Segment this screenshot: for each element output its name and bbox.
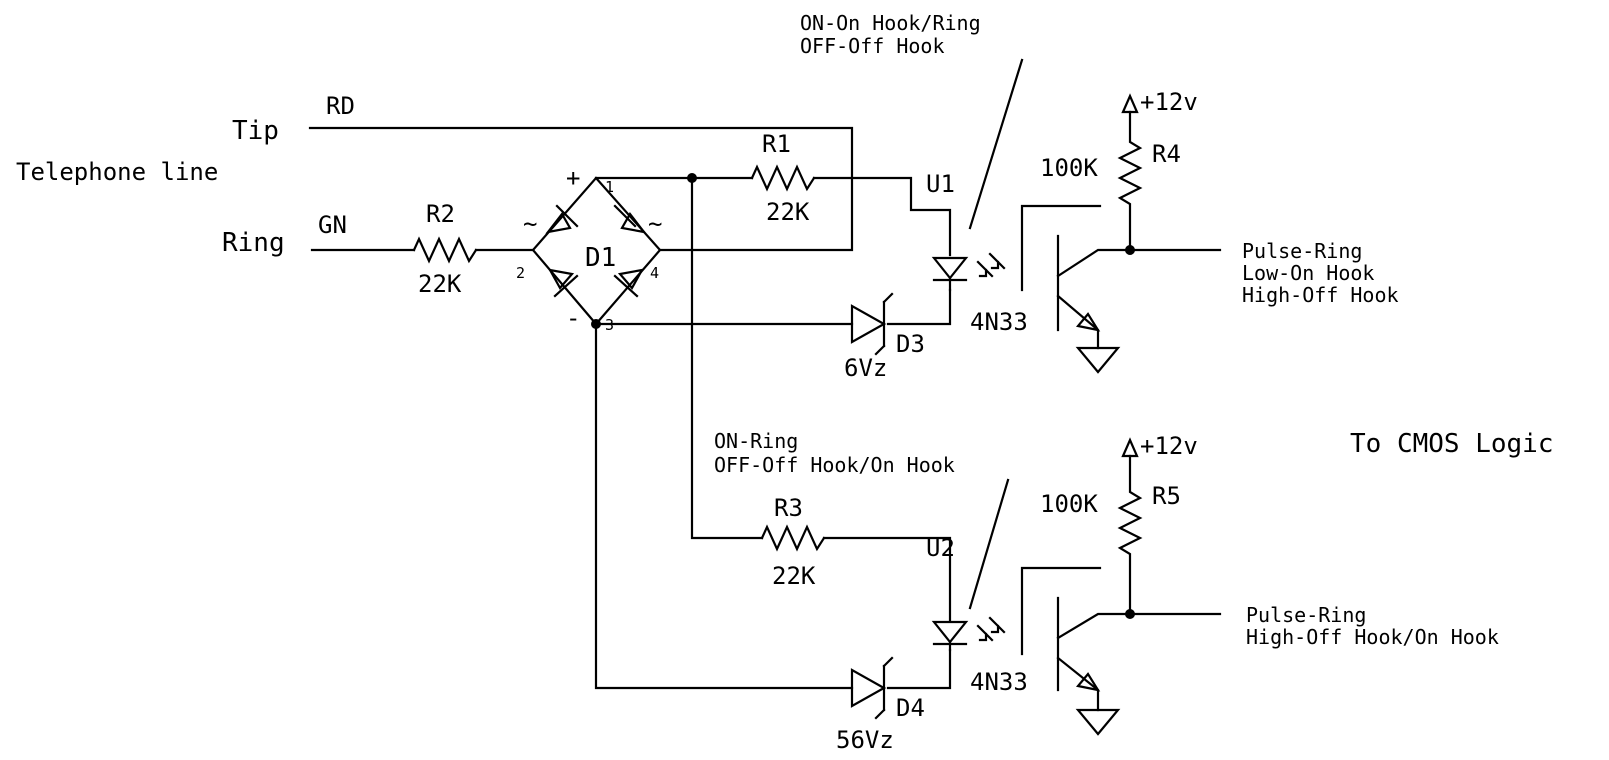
u1-output-line-1: Pulse-Ring — [1242, 239, 1362, 263]
d1-pin-4: 4 — [650, 264, 659, 282]
d1-minus-label: - — [566, 304, 580, 332]
d1-diode-d — [613, 268, 645, 298]
negative-rail — [594, 288, 952, 690]
u2-supply-arrow — [1121, 437, 1139, 458]
tip-wire — [308, 126, 854, 252]
u1-part-label: 4N33 — [970, 308, 1028, 336]
d1-diode-b — [613, 204, 647, 234]
r3-resistor — [760, 524, 826, 552]
u2-output-line-2: High-Off Hook/On Hook — [1246, 625, 1499, 649]
d1-name-label: D1 — [585, 243, 616, 273]
r4-name-label: R4 — [1152, 140, 1181, 168]
d1-tilde-left: ~ — [523, 210, 537, 238]
junction-dot — [591, 319, 601, 329]
r1-name-label: R1 — [762, 130, 791, 158]
r2-resistor — [412, 236, 478, 264]
r1-value-label: 22K — [766, 198, 810, 226]
u2-phototransistor — [1020, 566, 1222, 736]
u2-supply-label: +12v — [1140, 432, 1198, 460]
tip-label: Tip — [232, 116, 279, 146]
r3-branch-wire — [690, 176, 952, 622]
d4-zener-diode — [850, 656, 894, 720]
u2-annotation-pointer — [968, 478, 1010, 610]
r3-name-label: R3 — [774, 494, 803, 522]
ring-label: Ring — [222, 228, 285, 258]
d3-zener-diode — [850, 292, 894, 356]
r2-value-label: 22K — [418, 270, 462, 298]
positive-rail — [594, 176, 952, 257]
u1-name-label: U1 — [926, 170, 955, 198]
d4-value-label: 56Vz — [836, 726, 894, 754]
u1-annotation-pointer — [968, 58, 1024, 230]
u1-note-on: ON-On Hook/Ring — [800, 11, 981, 35]
r4-value-label: 100K — [1040, 154, 1098, 182]
u1-phototransistor — [1020, 204, 1222, 374]
u1-supply-arrow — [1121, 93, 1139, 114]
u2-note-off: OFF-Off Hook/On Hook — [714, 453, 955, 477]
d3-name-label: D3 — [896, 330, 925, 358]
u1-output-line-2: Low-On Hook — [1242, 261, 1374, 285]
d1-diode-a — [545, 204, 579, 234]
u2-output-line-1: Pulse-Ring — [1246, 603, 1366, 627]
r5-resistor — [1117, 454, 1143, 616]
u2-led — [931, 616, 1006, 652]
r2-name-label: R2 — [426, 200, 455, 228]
u1-led — [931, 252, 1006, 292]
u1-supply-label: +12v — [1140, 88, 1198, 116]
u2-name-label: U2 — [926, 534, 955, 562]
d1-tilde-right: ~ — [648, 210, 662, 238]
u1-output-line-3: High-Off Hook — [1242, 283, 1399, 307]
cmos-logic-label: To CMOS Logic — [1350, 429, 1554, 459]
d1-pin-2: 2 — [516, 264, 525, 282]
r5-value-label: 100K — [1040, 490, 1098, 518]
r1-resistor — [750, 164, 816, 192]
rd-wire-label: RD — [326, 92, 355, 120]
gn-wire-label: GN — [318, 211, 347, 239]
u1-note-off: OFF-Off Hook — [800, 34, 945, 58]
d1-plus-label: + — [566, 164, 580, 192]
u2-part-label: 4N33 — [970, 668, 1028, 696]
r5-name-label: R5 — [1152, 482, 1181, 510]
d1-diode-c — [547, 268, 579, 298]
telephone-line-label: Telephone line — [16, 158, 218, 186]
d3-value-label: 6Vz — [844, 354, 887, 382]
u2-note-on: ON-Ring — [714, 429, 798, 453]
d1-pin-1: 1 — [605, 178, 614, 196]
r3-value-label: 22K — [772, 562, 816, 590]
r4-resistor — [1117, 110, 1143, 252]
d4-name-label: D4 — [896, 694, 925, 722]
